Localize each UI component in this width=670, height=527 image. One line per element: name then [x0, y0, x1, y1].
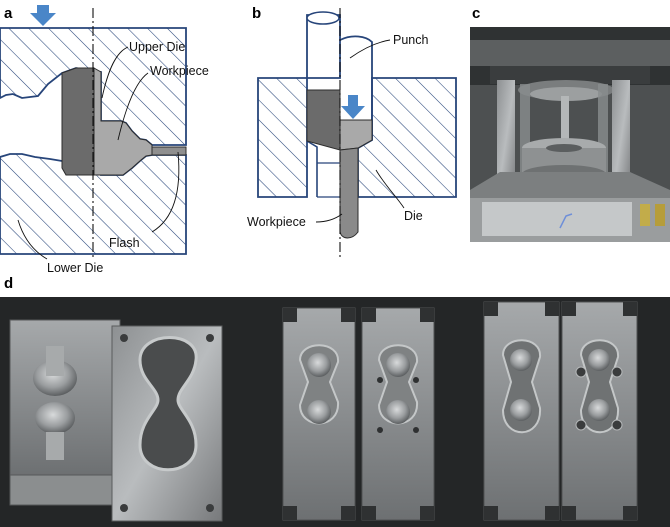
extrusion-arrow-icon: [341, 95, 365, 119]
panel-a-letter: a: [4, 5, 13, 22]
die-set-3: [483, 301, 638, 521]
die-workpiece-light: [339, 119, 373, 151]
label-lower-die: Lower Die: [47, 261, 103, 275]
press-column-left: [497, 80, 515, 200]
punch-top: [306, 11, 340, 25]
leader-die: [375, 169, 405, 209]
die-bore-left: [306, 140, 318, 197]
panel-d-letter: d: [4, 275, 13, 292]
panel-c-press-photo: c: [470, 5, 670, 242]
workpiece-left-half: [61, 67, 95, 176]
panel-d-die-sets-photo: d: [0, 275, 670, 527]
die-workpiece-dark: [306, 89, 341, 151]
panel-b-extrusion: b Punch Die Workpiece: [247, 5, 457, 258]
leader-punch: [349, 39, 391, 59]
punch-right-shank: [339, 35, 373, 149]
die-bore-relief: [317, 162, 340, 198]
label-workpiece-b: Workpiece: [247, 215, 306, 229]
workpiece-right-half: [93, 67, 153, 176]
leader-flash: [151, 151, 180, 233]
label-workpiece: Workpiece: [150, 64, 209, 78]
extruded-rod: [339, 147, 359, 239]
flash: [151, 146, 187, 156]
press-column-right: [612, 80, 630, 200]
leader-lower-die: [17, 219, 48, 260]
panel-a-closed-die-forging: a Upper Die Workpiece Flash Lower Die: [0, 5, 209, 275]
die-left: [257, 77, 308, 198]
label-upper-die: Upper Die: [129, 40, 185, 54]
panel-b-letter: b: [252, 5, 261, 22]
leader-workpiece: [117, 72, 149, 141]
label-flash: Flash: [109, 236, 140, 250]
leader-workpiece-b: [315, 213, 343, 223]
panel-c-letter: c: [472, 5, 480, 22]
label-punch: Punch: [393, 33, 428, 47]
label-die: Die: [404, 209, 423, 223]
die-set-1: [9, 319, 223, 522]
die-set-2: [282, 307, 435, 521]
press-arrow-icon: [30, 5, 56, 26]
leader-upper-die: [101, 46, 129, 99]
